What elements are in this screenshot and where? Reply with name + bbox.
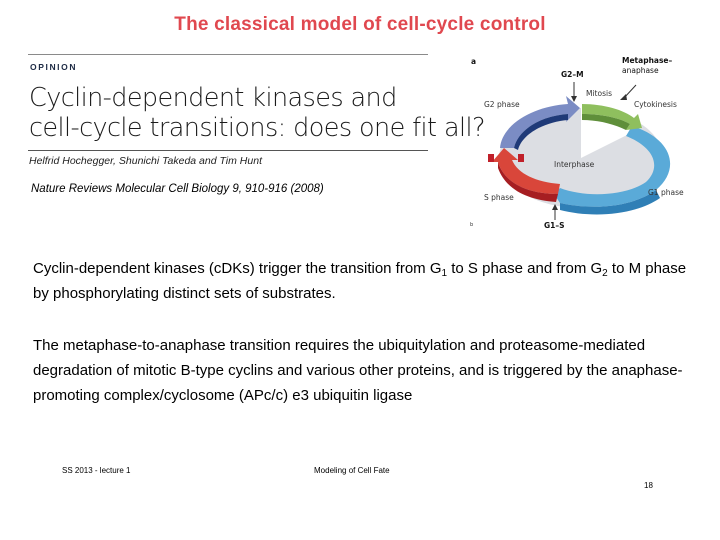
article-authors: Helfrid Hochegger, Shunichi Takeda and T… [29,155,262,167]
paragraph-cdk-text: Cyclin-dependent kinases (cDKs) trigger … [33,260,442,277]
s-phase-label: S phase [484,193,514,202]
metaphase-label-line2: anaphase [622,66,659,75]
mitosis-label: Mitosis [586,89,612,98]
footer-course: SS 2013 - lecture 1 [62,466,131,475]
g1s-label: G1–S [544,221,565,230]
footer-topic: Modeling of Cell Fate [314,466,390,475]
subscript: 2 [602,268,608,279]
cytokinesis-label: Cytokinesis [634,100,677,109]
divider [28,54,428,55]
g1-phase-label: G1 phase [648,188,684,197]
article-title-line1: Cyclin-dependent kinases and [29,83,397,113]
paragraph-apc: The metaphase-to-anaphase transition req… [33,337,683,404]
section-label: OPINION [30,62,78,72]
cell-cycle-ring-graphic [488,82,671,220]
paragraph-cdk-text: to M phase by phosphorylating distinct s… [33,260,687,302]
g2-phase-label: G2 phase [484,100,520,109]
metaphase-label-line1: Metaphase– [622,56,673,65]
citation: Nature Reviews Molecular Cell Biology 9,… [31,183,324,195]
paragraph-cdk: Cyclin-dependent kinases (cDKs) trigger … [33,256,693,306]
g2m-label: G2–M [561,70,584,79]
slide-title: The classical model of cell-cycle contro… [174,14,546,35]
panel-label-a: a [471,57,477,66]
page-number: 18 [644,481,653,490]
subscript: 1 [441,268,448,279]
panel-label-b: b [470,222,474,228]
paragraph-cdk-text: to S phase and from G [447,260,603,277]
divider [28,150,428,151]
article-title: Cyclin-dependent kinases and cell-cycle … [29,83,485,143]
cell-cycle-diagram: a G2–M Metaphase– anaphase Mitosis Cytok… [456,48,720,234]
article-title-line2: cell-cycle transitions: does one fit all… [29,113,485,143]
interphase-label: Interphase [554,160,595,169]
